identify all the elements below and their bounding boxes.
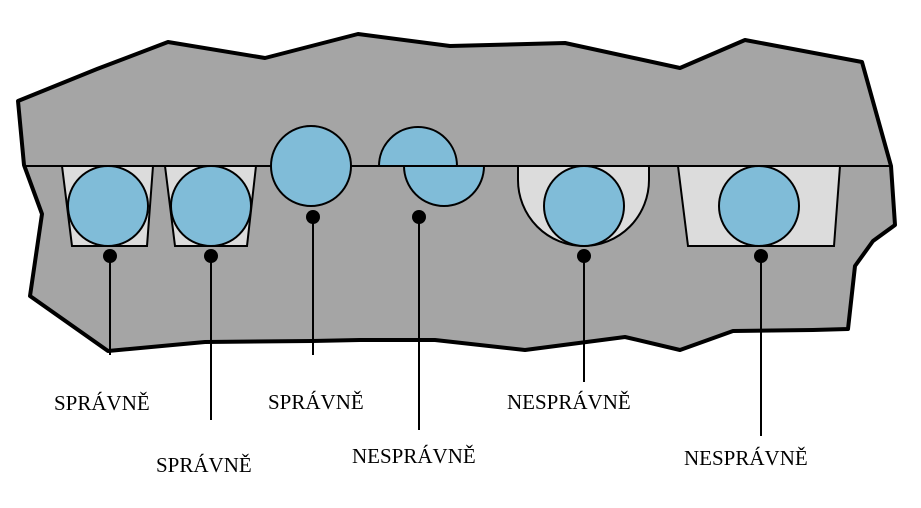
- label-case-1: SPRÁVNĚ: [54, 391, 150, 415]
- ball-upper-half: [377, 126, 459, 167]
- pointer-dot: [103, 249, 117, 263]
- case-2: [163, 165, 258, 420]
- case-5: [517, 165, 650, 382]
- pointer-dot: [577, 249, 591, 263]
- ball: [270, 125, 352, 207]
- pointer-dot: [204, 249, 218, 263]
- pointer-dot: [412, 210, 426, 224]
- ball: [718, 165, 800, 247]
- ball-lower-half: [402, 165, 486, 207]
- label-case-2: SPRÁVNĚ: [156, 453, 252, 477]
- case-3: [270, 125, 352, 355]
- label-case-6: NESPRÁVNĚ: [684, 446, 808, 470]
- ball: [543, 165, 625, 247]
- pointer-dot: [306, 210, 320, 224]
- pointer-dot: [754, 249, 768, 263]
- case-1: [60, 165, 155, 355]
- label-case-3: SPRÁVNĚ: [268, 390, 364, 414]
- case-4: [377, 126, 486, 430]
- label-case-4: NESPRÁVNĚ: [352, 444, 476, 468]
- label-case-5: NESPRÁVNĚ: [507, 390, 631, 414]
- ball: [170, 165, 252, 247]
- ball: [67, 165, 149, 247]
- case-6: [676, 165, 842, 436]
